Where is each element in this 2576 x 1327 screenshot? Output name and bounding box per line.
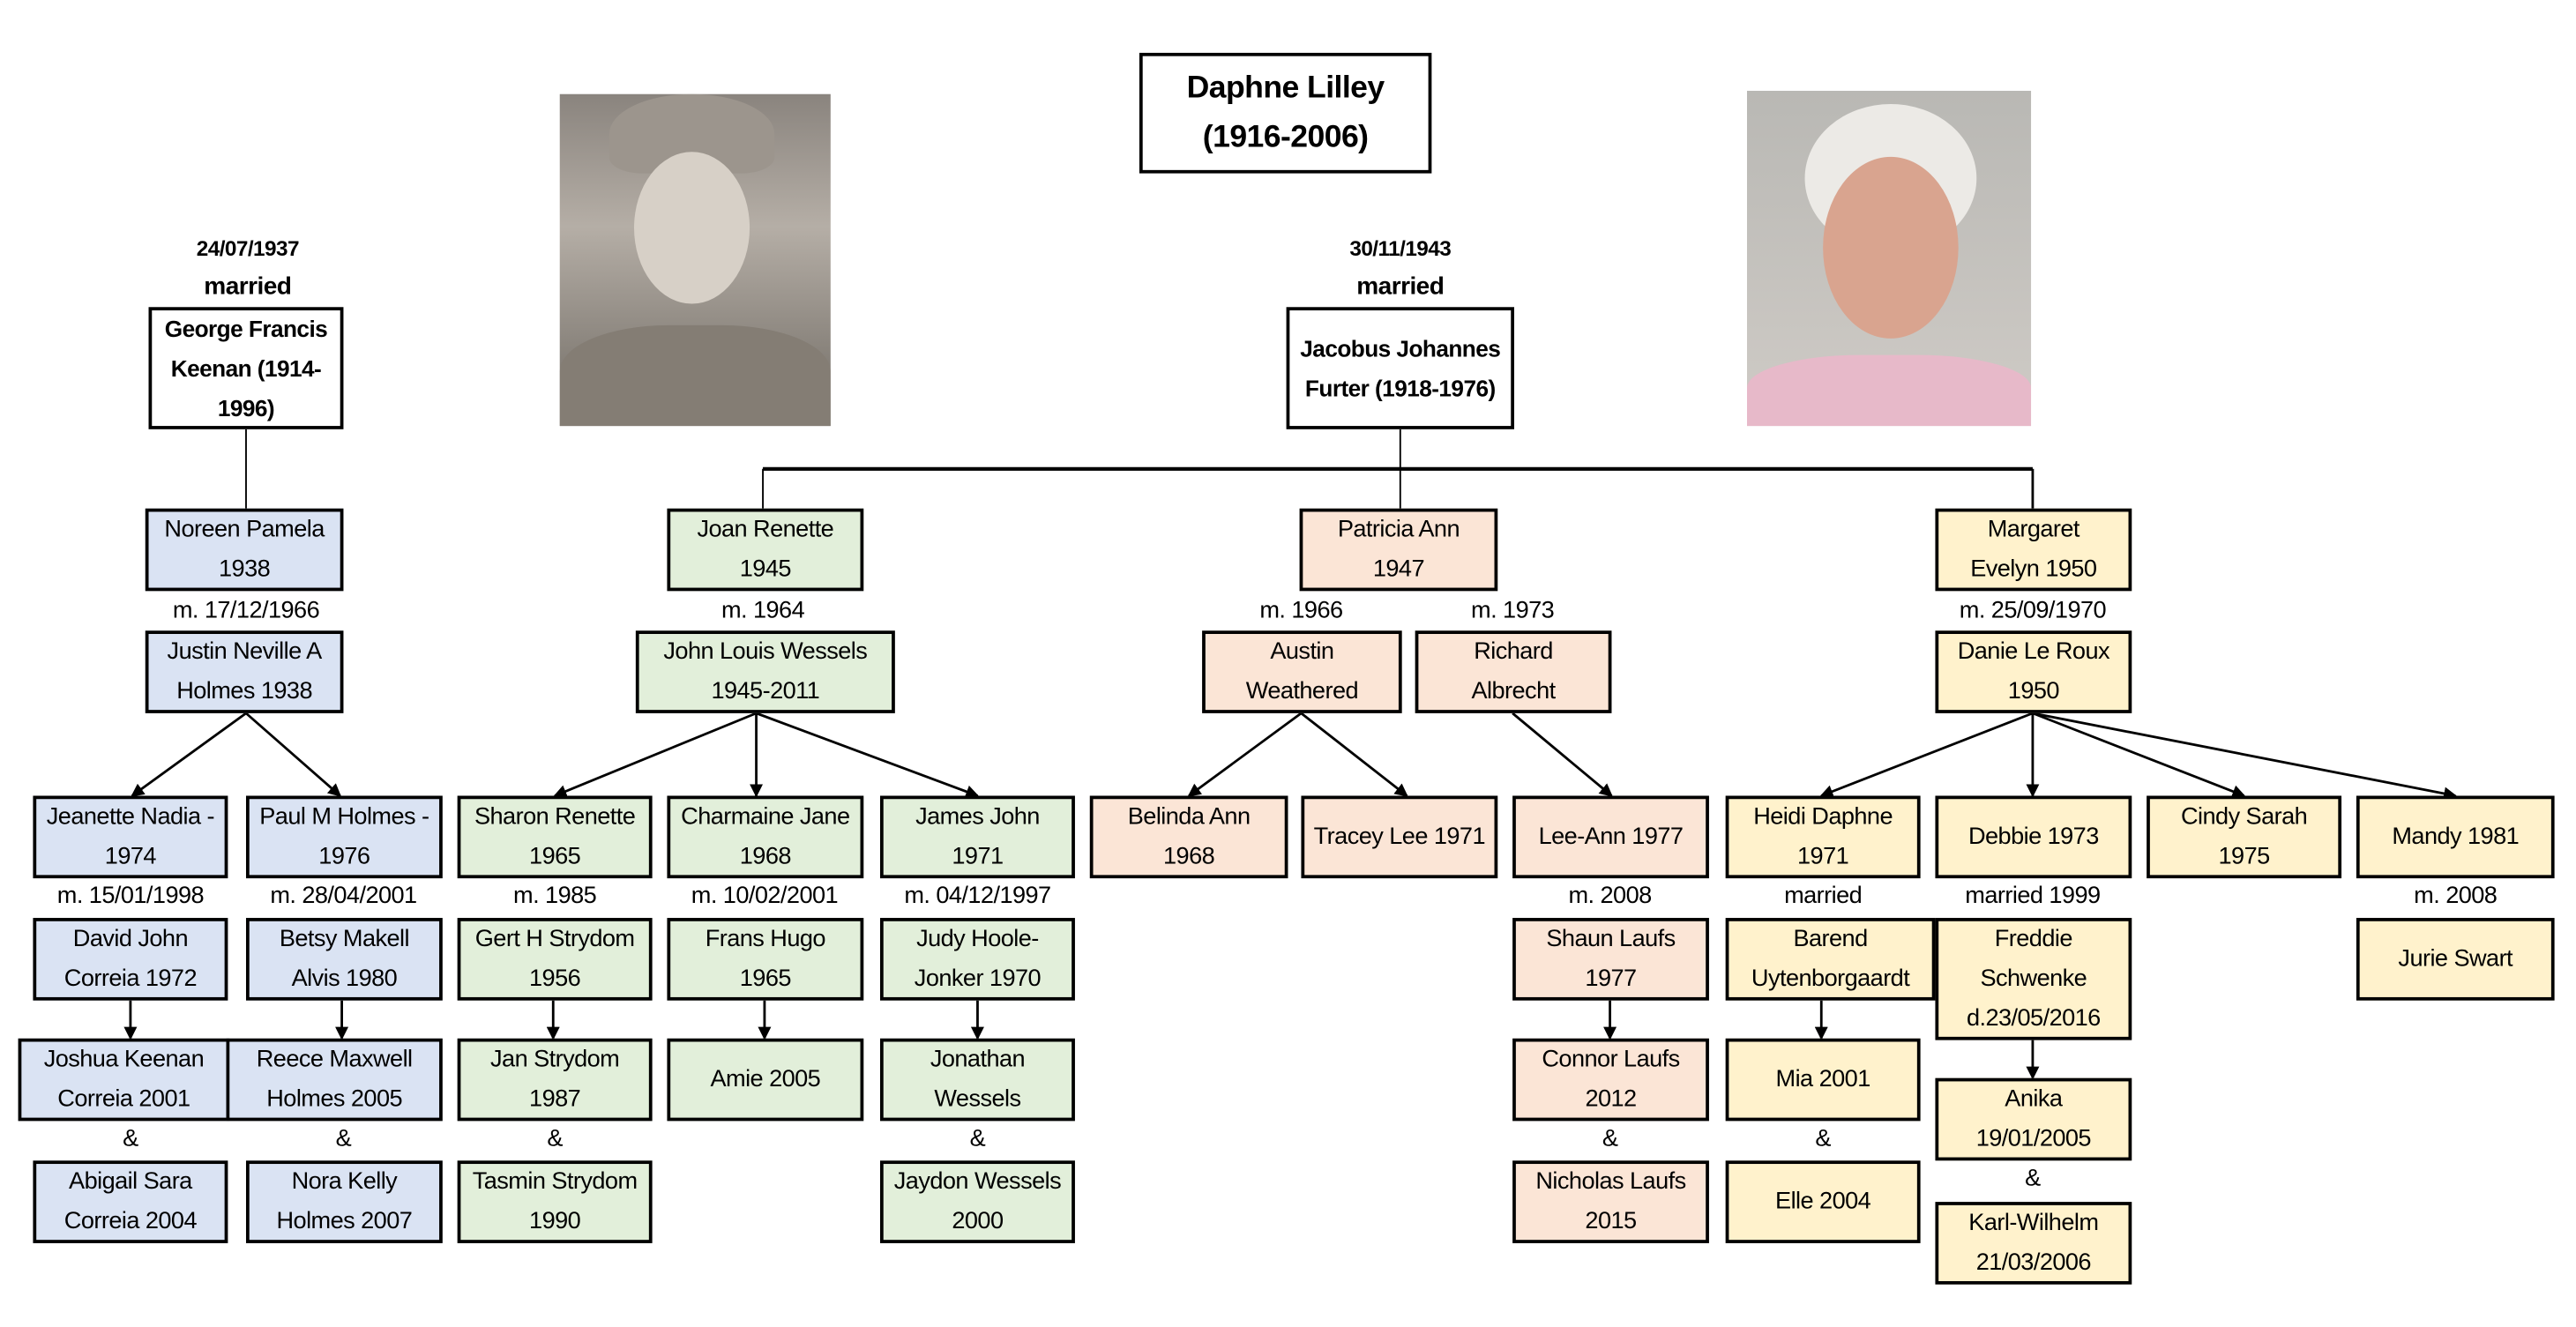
photo-young-daphne: [559, 93, 831, 427]
person-box-anika: Anika 19/01/2005: [1935, 1077, 2132, 1161]
person-box-heidi: Heidi Daphne 1971: [1725, 795, 1921, 879]
person-box-margaret: Margaret Evelyn 1950: [1935, 508, 2132, 592]
person-box-shaun: Shaun Laufs 1977: [1512, 918, 1709, 1001]
person-box-jeanette: Jeanette Nadia - 1974: [33, 795, 228, 879]
person-box-jurie: Jurie Swart: [2356, 918, 2555, 1001]
marriage-label-sharonm: m. 1985: [513, 883, 597, 910]
person-box-charmaine: Charmaine Jane 1968: [667, 795, 864, 879]
person-box-nicholas: Nicholas Laufs 2015: [1512, 1160, 1709, 1243]
ampersand-label: &: [123, 1125, 138, 1152]
descent-arrow: [131, 712, 247, 797]
person-box-mandy: Mandy 1981: [2356, 795, 2555, 879]
person-box-richard: Richard Albrecht: [1415, 630, 1612, 713]
person-box-karl: Karl-Wilhelm 21/03/2006: [1935, 1202, 2132, 1285]
person-box-amie: Amie 2005: [667, 1038, 864, 1122]
person-box-jaydon: Jaydon Wessels 2000: [879, 1160, 1075, 1243]
descent-arrow: [1819, 712, 2034, 798]
person-box-elle: Elle 2004: [1725, 1160, 1921, 1243]
person-box-james: James John 1971: [879, 795, 1075, 879]
ampersand-label: &: [2025, 1165, 2041, 1192]
marriage-label-joanm: m. 1964: [721, 597, 805, 624]
person-box-barend: Barend Uytenborgaardt: [1725, 918, 1936, 1001]
root-years: (1916-2006): [1202, 119, 1369, 155]
person-box-connor: Connor Laufs 2012: [1512, 1038, 1709, 1122]
marriage-label-heidim: married: [1784, 883, 1863, 910]
ampersand-label: &: [335, 1125, 352, 1152]
person-box-patricia: Patricia Ann 1947: [1299, 508, 1498, 592]
marriage-date-first: 24/07/1937: [196, 235, 300, 261]
ampersand-label: &: [547, 1125, 563, 1152]
person-box-gert: Gert H Strydom 1956: [457, 918, 653, 1001]
person-box-debbie: Debbie 1973: [1935, 795, 2132, 879]
spouse-george-box: George Francis Keenan (1914- 1996): [148, 307, 344, 429]
person-box-justin: Justin Neville A Holmes 1938: [145, 630, 344, 713]
person-box-joan: Joan Renette 1945: [667, 508, 864, 592]
ampersand-label: &: [969, 1125, 986, 1152]
marriage-label-debbiem: married 1999: [1965, 883, 2101, 910]
person-box-abigail: Abigail Sara Correia 2004: [33, 1160, 228, 1243]
spouse-jacobus-box: Jacobus Johannes Furter (1918-1976): [1286, 307, 1514, 429]
descent-arrow: [553, 712, 758, 798]
person-box-tasmin: Tasmin Strydom 1990: [457, 1160, 653, 1243]
married-label-first: married: [204, 272, 292, 301]
person-box-danie: Danie Le Roux 1950: [1935, 630, 2132, 713]
person-box-noreen: Noreen Pamela 1938: [145, 508, 344, 592]
person-box-leeann: Lee-Ann 1977: [1512, 795, 1709, 879]
descent-arrow: [245, 712, 342, 797]
person-box-belinda: Belinda Ann 1968: [1089, 795, 1288, 879]
person-box-nora: Nora Kelly Holmes 2007: [245, 1160, 443, 1243]
marriage-label-jamesm: m. 04/12/1997: [904, 883, 1051, 910]
person-box-sharon: Sharon Renette 1965: [457, 795, 653, 879]
marriage-label-paulm: m. 28/04/2001: [270, 883, 417, 910]
ampersand-label: &: [1815, 1125, 1831, 1152]
root-name: Daphne Lilley: [1186, 70, 1385, 105]
descent-arrow: [1300, 712, 1408, 797]
marriage-label-patriciam2: m. 1973: [1471, 597, 1555, 624]
person-box-austin: Austin Weathered: [1202, 630, 1402, 713]
marriage-label-leeannm: m. 2008: [1568, 883, 1653, 910]
person-box-john: John Louis Wessels 1945-2011: [635, 630, 895, 713]
person-box-jan: Jan Strydom 1987: [457, 1038, 653, 1122]
person-box-david: David John Correia 1972: [33, 918, 228, 1001]
descent-arrow: [2032, 712, 2246, 798]
descent-arrow: [2032, 712, 2458, 801]
person-box-jonathan: Jonathan Wessels: [879, 1038, 1075, 1122]
marriage-label-noreenm: m. 17/12/1966: [172, 597, 320, 624]
person-box-judy: Judy Hoole- Jonker 1970: [879, 918, 1075, 1001]
descent-arrow: [1187, 712, 1303, 797]
person-box-cindy: Cindy Sarah 1975: [2147, 795, 2342, 879]
person-box-reece: Reece Maxwell Holmes 2005: [226, 1038, 443, 1122]
marriage-label-mandym: m. 2008: [2414, 883, 2498, 910]
marriage-label-margaretm: m. 25/09/1970: [1959, 597, 2107, 624]
photo-elderly-daphne: [1746, 90, 2032, 427]
marriage-label-jeanettem: m. 15/01/1998: [56, 883, 205, 910]
descent-arrow: [756, 712, 980, 798]
marriage-label-patriciam1: m. 1966: [1259, 597, 1343, 624]
person-box-tracey: Tracey Lee 1971: [1301, 795, 1498, 879]
root-person-box: Daphne Lilley (1916-2006): [1139, 52, 1432, 174]
ampersand-label: &: [1602, 1125, 1618, 1152]
person-box-frans: Frans Hugo 1965: [667, 918, 864, 1001]
marriage-date-second: 30/11/1943: [1349, 235, 1452, 261]
person-box-freddie: Freddie Schwenke d.23/05/2016: [1935, 918, 2132, 1040]
person-box-mia: Mia 2001: [1725, 1038, 1921, 1122]
person-box-betsy: Betsy Makell Alvis 1980: [245, 918, 443, 1001]
descent-arrow: [1512, 712, 1613, 797]
married-label-second: married: [1356, 272, 1445, 301]
person-box-joshua: Joshua Keenan Correia 2001: [18, 1038, 230, 1122]
person-box-paul: Paul M Holmes - 1976: [245, 795, 443, 879]
marriage-label-charmainem: m. 10/02/2001: [691, 883, 839, 910]
